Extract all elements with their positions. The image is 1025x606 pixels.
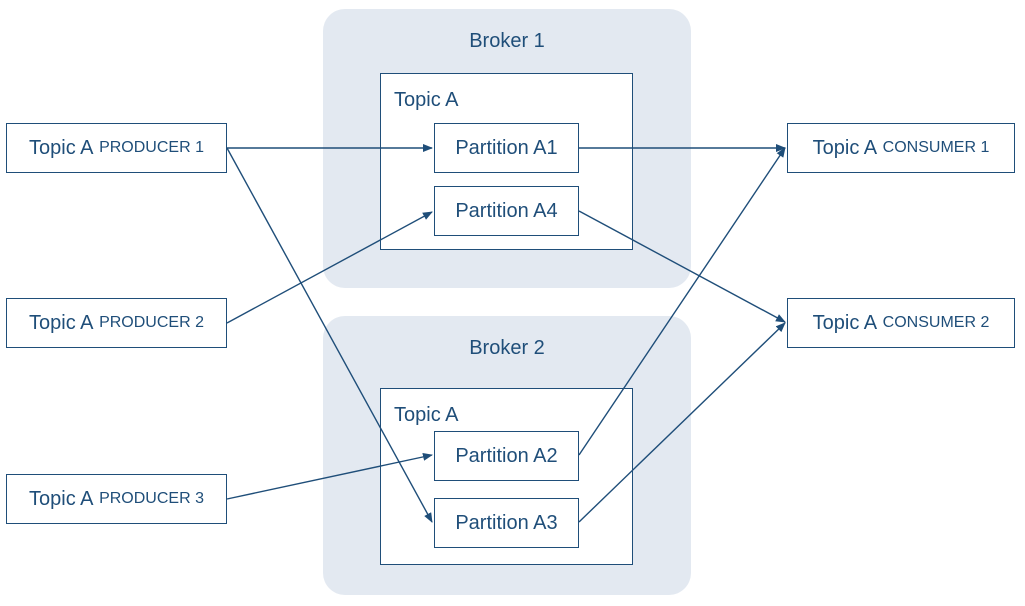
consumer-1: Topic A CONSUMER 1	[787, 123, 1015, 173]
partition-a3-label: Partition A3	[455, 511, 558, 534]
consumer-1-role: CONSUMER 1	[882, 139, 990, 156]
producer-1-topic: Topic A	[29, 136, 94, 159]
broker-2-topic-label: Topic A	[394, 404, 459, 426]
producer-3-role: PRODUCER 3	[99, 490, 204, 507]
consumer-2: Topic A CONSUMER 2	[787, 298, 1015, 348]
producer-3-topic: Topic A	[29, 487, 94, 510]
partition-a3: Partition A3	[434, 498, 579, 548]
partition-a4-label: Partition A4	[455, 199, 558, 222]
consumer-2-topic: Topic A	[812, 311, 878, 334]
producer-2: Topic A PRODUCER 2	[6, 298, 227, 348]
partition-a4: Partition A4	[434, 186, 579, 236]
producer-3: Topic A PRODUCER 3	[6, 474, 227, 524]
broker-2-label: Broker 2	[469, 337, 545, 359]
partition-a1: Partition A1	[434, 123, 579, 173]
producer-2-topic: Topic A	[29, 311, 94, 334]
broker-1-topic-label: Topic A	[394, 89, 459, 111]
producer-2-role: PRODUCER 2	[99, 314, 204, 331]
consumer-1-topic: Topic A	[812, 136, 878, 159]
partition-a2: Partition A2	[434, 431, 579, 481]
producer-1: Topic A PRODUCER 1	[6, 123, 227, 173]
consumer-2-role: CONSUMER 2	[882, 314, 990, 331]
broker-1-label: Broker 1	[469, 30, 545, 52]
partition-a2-label: Partition A2	[455, 444, 558, 467]
partition-a1-label: Partition A1	[455, 136, 558, 159]
producer-1-role: PRODUCER 1	[99, 139, 204, 156]
